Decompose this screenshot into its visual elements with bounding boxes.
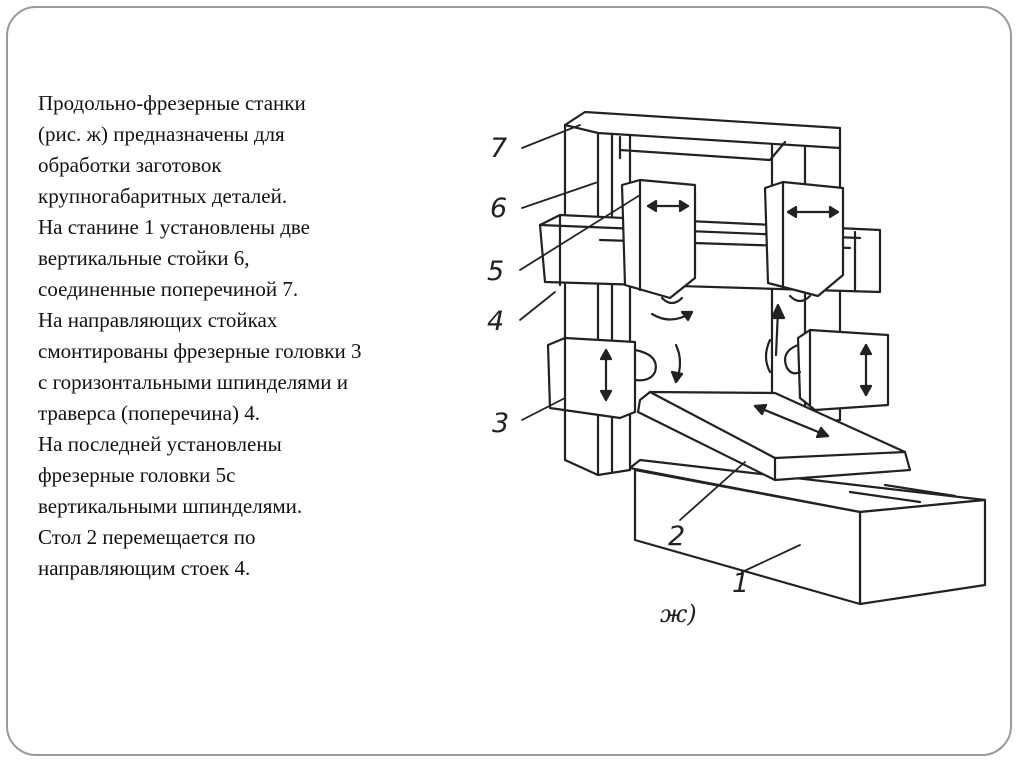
paragraph-line: траверса (поперечина) 4. (38, 401, 260, 425)
callout-leaders (519, 124, 801, 573)
paragraph-line: фрезерные головки 5с (38, 463, 236, 487)
callout-2: 2 (668, 521, 685, 552)
paragraph-line: обработки заготовок (38, 153, 222, 177)
paragraph-line: На направляющих стойках (38, 308, 278, 332)
machine-bed (628, 458, 987, 606)
right-horizontal-milling-head (764, 328, 890, 412)
top-crossbeam (563, 110, 842, 162)
callout-3: 3 (492, 408, 509, 439)
callout-6: 6 (490, 193, 507, 224)
paragraph-line: вертикальные стойки 6, (38, 246, 250, 270)
right-vertical-milling-head (763, 180, 845, 357)
paragraph-line: На станине 1 установлены две (38, 215, 310, 239)
callout-7: 7 (490, 133, 507, 164)
paragraph-line: (рис. ж) предназначены для (38, 122, 285, 146)
paragraph-line: соединенные поперечиной 7. (38, 277, 299, 301)
callout-5: 5 (487, 256, 504, 287)
description-paragraph: Продольно-фрезерные станки (рис. ж) пред… (38, 88, 458, 584)
left-horizontal-milling-head (546, 336, 684, 420)
paragraph-line: На последней установлены (38, 432, 282, 456)
figure-caption: ж) (660, 600, 697, 628)
callout-4: 4 (487, 306, 504, 337)
worktable (636, 390, 912, 482)
paragraph-line: Продольно-фрезерные станки (38, 91, 306, 115)
paragraph-line: с горизонтальными шпинделями и (38, 370, 348, 394)
milling-machine-diagram: 7 6 5 4 3 2 1 ж) (487, 110, 987, 628)
left-upright (563, 118, 632, 477)
left-vertical-milling-head (620, 178, 697, 322)
callout-1: 1 (732, 568, 749, 599)
paragraph-line: Стол 2 перемещается по (38, 525, 256, 549)
paragraph-line: крупногабаритных деталей. (38, 184, 288, 208)
paragraph-line: вертикальными шпинделями. (38, 494, 303, 518)
paragraph-line: смонтированы фрезерные головки 3 (38, 339, 362, 363)
paragraph-line: направляющим стоек 4. (38, 556, 251, 580)
